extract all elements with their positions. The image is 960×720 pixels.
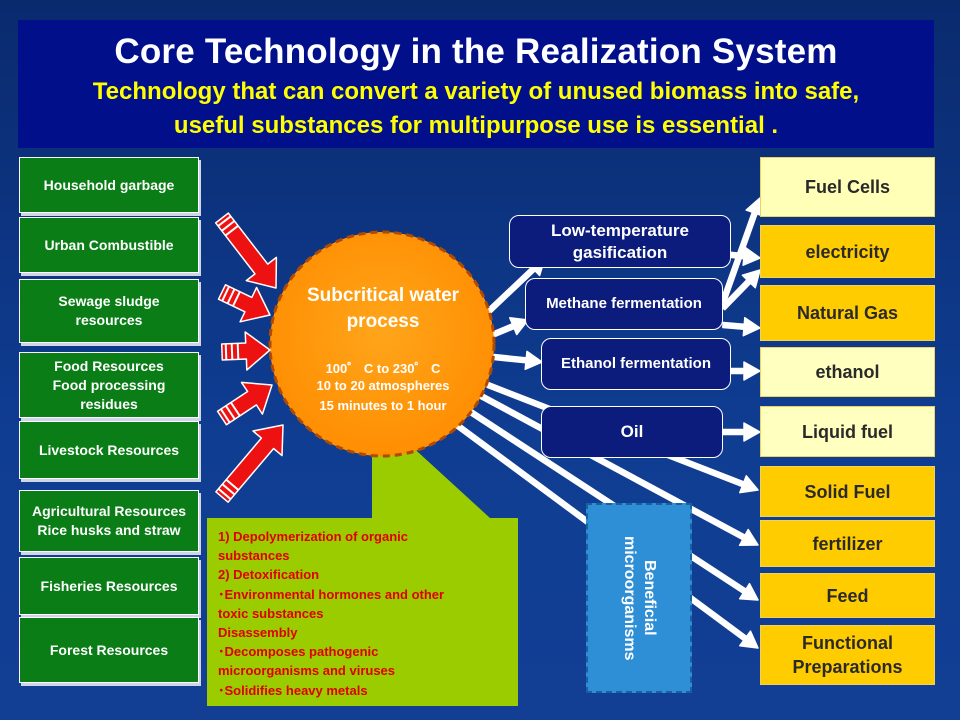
source-urban-combustible: Urban Combustible [19, 217, 199, 273]
input-arrow-3-stripe [225, 405, 236, 420]
input-arrow-4-stripe [217, 488, 232, 500]
input-arrow-2-stripe [230, 343, 234, 360]
output-arrow-12 [722, 422, 761, 442]
output-arrow-9 [720, 269, 761, 311]
beneficial-microorganisms-label: Beneficial microorganisms [621, 535, 658, 661]
input-arrow-0 [214, 212, 278, 289]
condition-temperature: 100゜ C to 230゜ C [325, 361, 441, 376]
input-arrow-1-stripe [221, 286, 231, 302]
source-livestock-resources: Livestock Resources [19, 421, 199, 479]
output-arrow-2 [492, 350, 543, 371]
subcritical-water-process-circle [268, 230, 496, 458]
process-oil: Oil [541, 406, 723, 458]
input-arrow-0-stripe [224, 225, 239, 237]
center-process-title: Subcritical water process [306, 285, 460, 332]
input-arrow-3 [216, 381, 273, 426]
slide-title: Core Technology in the Realization Syste… [114, 32, 838, 71]
output-fertilizer: fertilizer [760, 520, 935, 567]
output-electricity: electricity [760, 225, 935, 278]
output-arrow-10 [722, 316, 761, 337]
output-feed: Feed [760, 573, 935, 618]
input-arrow-3-stripe [220, 408, 231, 424]
callout-bubble [207, 410, 518, 706]
output-fuel-cells: Fuel Cells [760, 157, 935, 217]
input-arrow-4-stripe [225, 478, 240, 491]
input-arrow-1-stripe [232, 291, 241, 307]
input-arrow-3-stripe [230, 401, 241, 417]
output-liquid-fuel: Liquid fuel [760, 406, 935, 457]
process-ethanol-fermentation: Ethanol fermentation [541, 338, 731, 390]
beneficial-microorganisms-label-wrap: Beneficial microorganisms [586, 503, 692, 693]
input-arrow-4-stripe [221, 483, 236, 496]
source-fisheries-resources: Fisheries Resources [19, 557, 199, 615]
source-household-garbage: Household garbage [19, 157, 199, 213]
source-forest-resources: Forest Resources [19, 617, 199, 683]
condition-pressure: 10 to 20 atmospheres [316, 378, 450, 393]
output-arrow-8 [719, 197, 764, 304]
output-arrow-1 [490, 317, 529, 339]
input-arrow-2-stripe [224, 343, 228, 360]
input-arrow-1-stripe [226, 288, 236, 304]
output-natural-gas: Natural Gas [760, 285, 935, 341]
subtitle-line-2: useful substances for multipurpose use i… [173, 112, 779, 139]
input-arrow-4 [215, 424, 284, 503]
process-methane-fermentation: Methane fermentation [525, 278, 723, 330]
output-arrow-11 [730, 361, 761, 381]
subtitle-line-1: Technology that can convert a variety of… [92, 78, 860, 105]
input-arrow-2-stripe [236, 343, 240, 360]
callout-text: 1) Depolymerization of organic substance… [218, 529, 445, 698]
input-arrow-0-stripe [221, 220, 236, 232]
beneficial-microorganisms-box [586, 503, 692, 693]
condition-duration: 15 minutes to 1 hour [319, 398, 447, 413]
output-solid-fuel: Solid Fuel [760, 466, 935, 517]
output-ethanol: ethanol [760, 347, 935, 397]
input-arrow-2 [220, 331, 271, 371]
input-arrows [214, 212, 284, 503]
input-arrow-0-stripe [217, 215, 232, 227]
title-banner: Core Technology in the Realization Syste… [18, 20, 934, 148]
